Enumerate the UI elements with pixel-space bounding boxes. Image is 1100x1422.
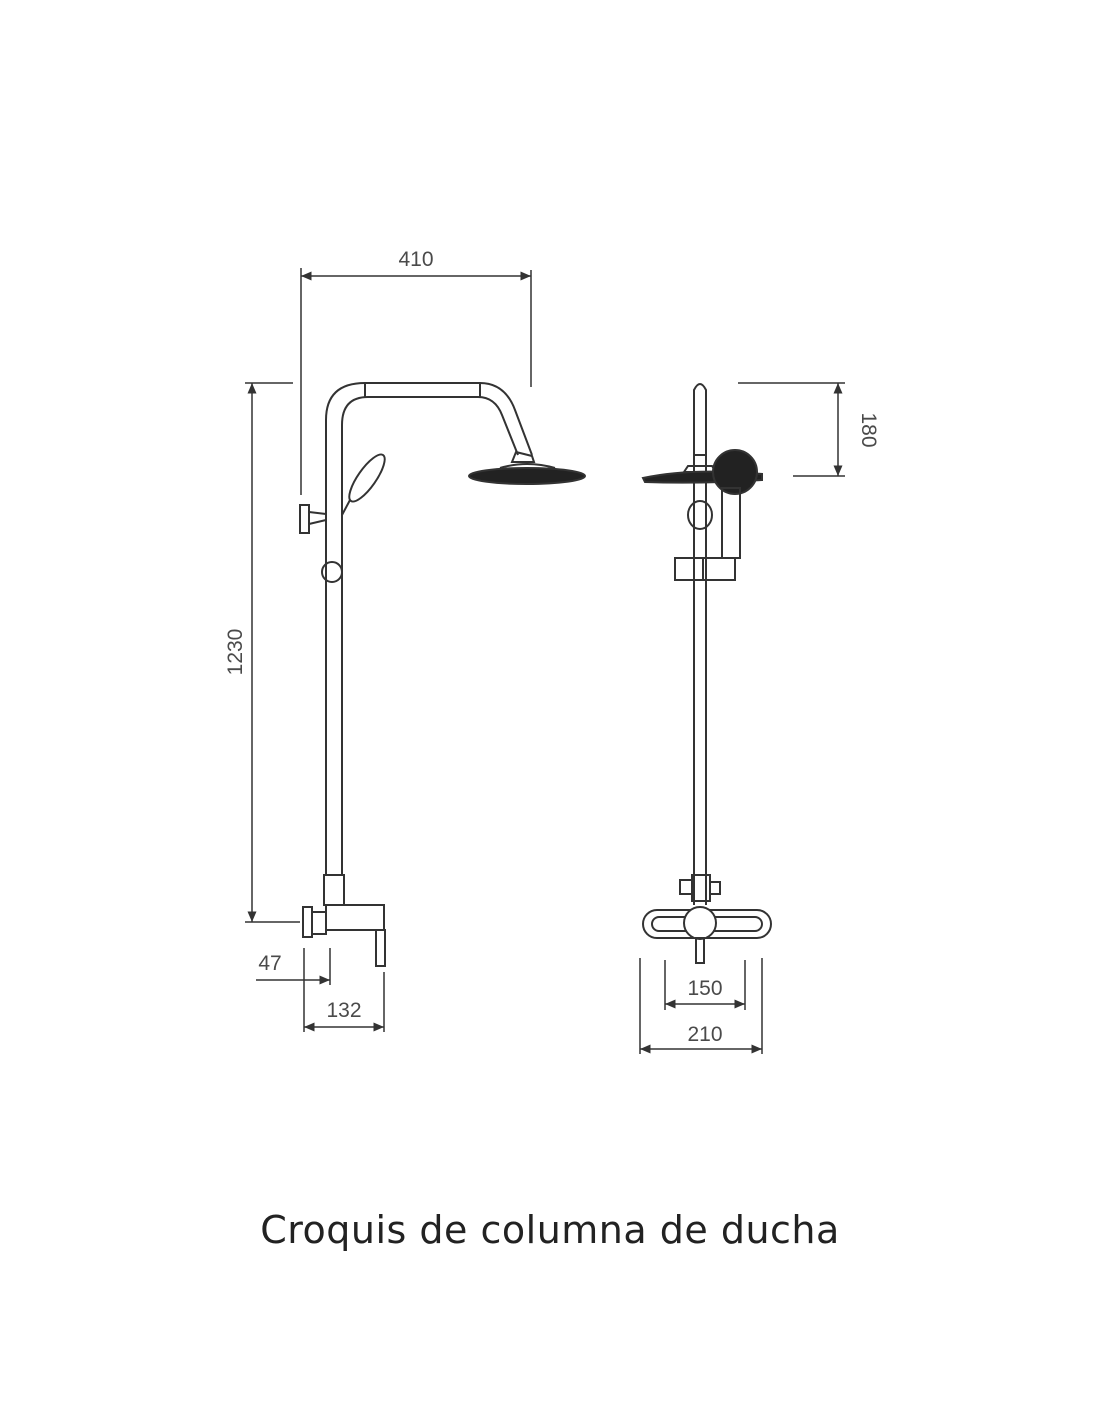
- hand-shower: [348, 453, 386, 503]
- shower-head: [468, 467, 586, 485]
- dimension-150: 150: [687, 977, 722, 1000]
- column-pipe-front: [693, 383, 707, 905]
- dimension-1230: 1230: [224, 629, 247, 676]
- dimension-210: 210: [687, 1023, 722, 1046]
- side-view: [299, 382, 586, 967]
- front-view: [641, 383, 772, 964]
- slider-knob: [321, 561, 343, 583]
- hand-shower-front: [712, 449, 758, 495]
- dimension-410: 410: [398, 248, 433, 271]
- column-pipe: [325, 382, 533, 875]
- mixer-side: [302, 904, 386, 967]
- caption: Croquis de columna de ducha: [260, 1208, 840, 1252]
- dimension-132: 132: [326, 999, 361, 1022]
- dimension-180: 180: [857, 412, 880, 447]
- wall-bracket: [299, 504, 310, 534]
- mixer-front: [642, 906, 772, 964]
- dimension-47: 47: [258, 952, 281, 975]
